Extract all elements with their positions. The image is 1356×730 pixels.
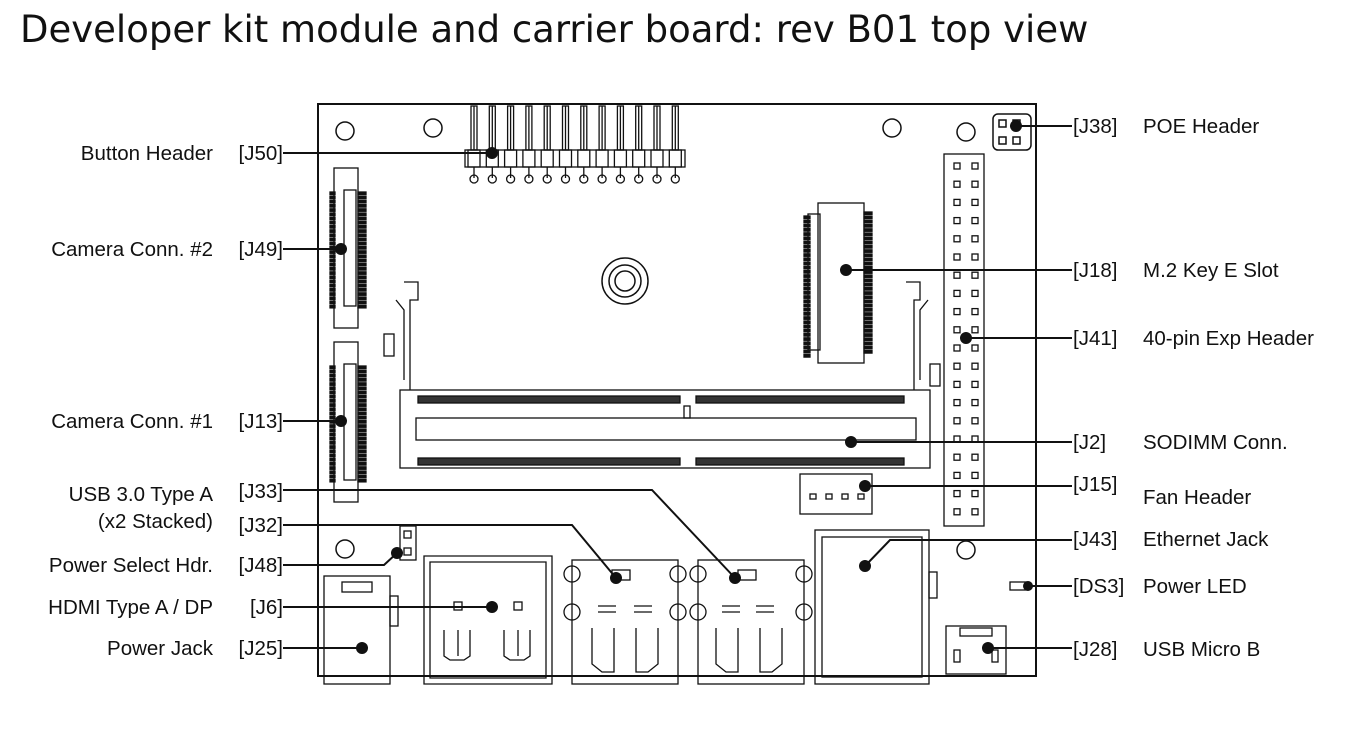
leader-dots [335, 120, 1033, 654]
ref-j43: [J43] [1073, 528, 1117, 551]
leader-lines [283, 125, 1072, 649]
ref-j38: [J38] [1073, 115, 1117, 138]
right-labels: [J38] POE Header [J18] M.2 Key E Slot [J… [1073, 115, 1314, 661]
ref-j18: [J18] [1073, 259, 1117, 282]
label-power-led: Power LED [1143, 575, 1247, 598]
label-power-select-hdr: Power Select Hdr. [49, 554, 213, 577]
ref-j33: [J33] [239, 480, 283, 503]
label-ethernet-jack: Ethernet Jack [1143, 528, 1269, 551]
ref-j49: [J49] [239, 238, 283, 261]
usb-3-type-a-port-2 [689, 559, 813, 685]
label-poe-header: POE Header [1143, 115, 1259, 138]
ref-j41: [J41] [1073, 327, 1117, 350]
40-pin-expansion-header [943, 153, 985, 527]
power-jack [323, 575, 399, 685]
ref-j50: [J50] [239, 142, 283, 165]
label-m2-key-e-slot: M.2 Key E Slot [1143, 259, 1279, 282]
ref-j32: [J32] [239, 514, 283, 537]
sodimm-connector [383, 281, 941, 469]
ref-j2: [J2] [1073, 431, 1106, 454]
ref-j6: [J6] [250, 596, 283, 619]
ref-ds3: [DS3] [1073, 575, 1124, 598]
usb-3-type-a-port-1 [563, 559, 687, 685]
usb-micro-b [945, 625, 1007, 675]
label-40-pin-exp-header: 40-pin Exp Header [1143, 327, 1314, 350]
label-hdmi-type-a-dp: HDMI Type A / DP [48, 596, 213, 619]
m2-key-e-slot [803, 202, 873, 364]
diagram-title: Developer kit module and carrier board: … [20, 8, 1089, 51]
label-camera-conn-1: Camera Conn. #1 [51, 410, 213, 433]
ref-j48: [J48] [239, 554, 283, 577]
label-power-jack: Power Jack [107, 637, 214, 660]
label-sodimm-conn: SODIMM Conn. [1143, 431, 1288, 454]
left-labels: Button Header [J50] Camera Conn. #2 [J49… [48, 142, 283, 660]
label-button-header: Button Header [81, 142, 213, 165]
button-header [464, 105, 686, 184]
ref-j28: [J28] [1073, 638, 1117, 661]
ref-j15: [J15] [1073, 473, 1117, 496]
hdmi-port [423, 555, 553, 685]
label-camera-conn-2: Camera Conn. #2 [51, 238, 213, 261]
ref-j25: [J25] [239, 637, 283, 660]
label-usb-micro-b: USB Micro B [1143, 638, 1260, 661]
heatsink-mount [601, 257, 649, 305]
fan-header [799, 473, 873, 515]
label-x2-stacked: (x2 Stacked) [98, 510, 213, 533]
label-usb-3-type-a: USB 3.0 Type A [69, 483, 214, 506]
ref-j13: [J13] [239, 410, 283, 433]
label-fan-header: Fan Header [1143, 486, 1251, 509]
mounting-holes [335, 118, 976, 560]
ethernet-jack [814, 529, 938, 685]
